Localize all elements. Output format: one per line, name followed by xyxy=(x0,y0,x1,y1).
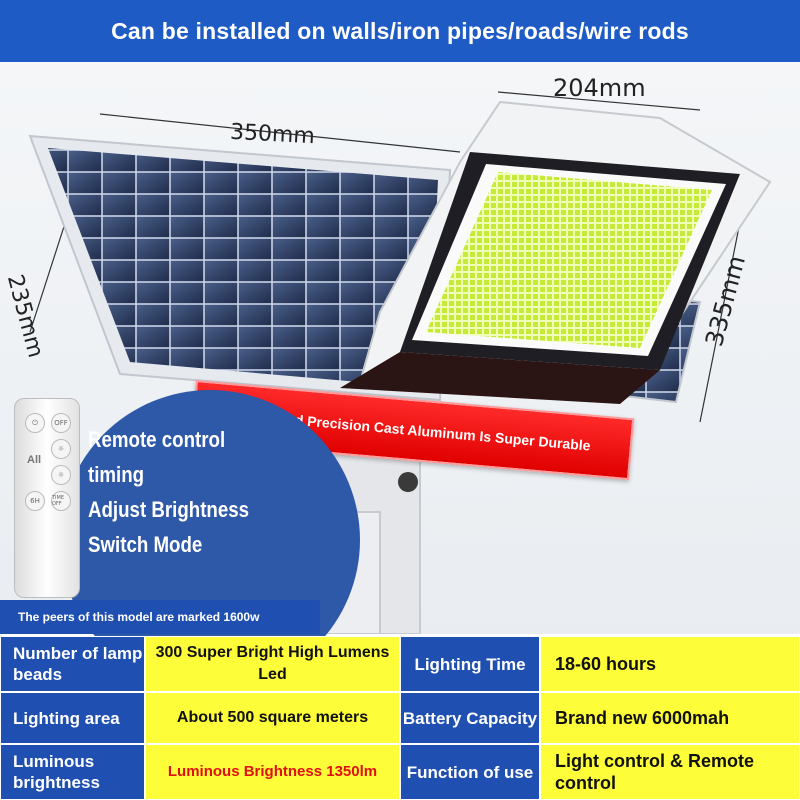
spec-value-lighting-area: About 500 square meters xyxy=(145,692,400,744)
lamp-head xyxy=(340,100,772,404)
spec-label-function-of-use: Function of use xyxy=(400,744,540,800)
remote-off-button: OFF xyxy=(51,413,71,433)
peers-note-text: The peers of this model are marked 1600w xyxy=(18,610,260,624)
remote-6h-button: 6H xyxy=(25,491,45,511)
power-icon: ⏻ xyxy=(25,413,45,433)
spec-value-lamp-beads: 300 Super Bright High Lumens Led xyxy=(145,636,400,692)
feature-timing: timing xyxy=(88,462,145,487)
spec-label-battery-capacity: Battery Capacity xyxy=(400,692,540,744)
spec-label-lighting-time: Lighting Time xyxy=(400,636,540,692)
remote-control-image: ⏻ OFF ☼ All ☼ 6H TIME OFF xyxy=(14,398,80,598)
product-illustration xyxy=(28,91,772,634)
dim-line-204 xyxy=(497,91,701,111)
top-banner: Can be installed on walls/iron pipes/roa… xyxy=(0,0,800,62)
spec-label-lamp-beads: Number of lamp beads xyxy=(0,636,145,692)
spec-table: Number of lamp beads 300 Super Bright Hi… xyxy=(0,636,800,800)
product-image-area: 204mm 350mm 235mm 335mm Thickened Precis… xyxy=(0,62,800,634)
installation-title: Can be installed on walls/iron pipes/roa… xyxy=(111,17,689,44)
brightness-up-icon: ☼ xyxy=(51,439,71,459)
remote-time-off-button: TIME OFF xyxy=(51,491,71,511)
spec-label-lighting-area: Lighting area xyxy=(0,692,145,744)
brightness-down-icon: ☼ xyxy=(51,465,71,485)
dim-line-350 xyxy=(99,113,461,153)
feature-remote-control: Remote control xyxy=(88,427,226,452)
spec-value-battery-capacity: Brand new 6000mah xyxy=(540,692,800,744)
feature-switch-mode: Switch Mode xyxy=(88,532,203,557)
panel-width-label: 350mm xyxy=(229,119,316,150)
remote-all-label: All xyxy=(27,454,42,466)
lamp-width-label: 204mm xyxy=(553,74,646,102)
peers-note-banner: The peers of this model are marked 1600w xyxy=(0,600,320,634)
feature-list: Remote control timing Adjust Brightness … xyxy=(88,424,277,561)
feature-adjust-brightness: Adjust Brightness xyxy=(88,497,250,522)
spec-value-luminous-brightness: Luminous Brightness 1350lm xyxy=(145,744,400,800)
spec-value-function-of-use: Light control & Remote control xyxy=(540,744,800,800)
spec-label-luminous-brightness: Luminous brightness xyxy=(0,744,145,800)
spec-value-lighting-time: 18-60 hours xyxy=(540,636,800,692)
